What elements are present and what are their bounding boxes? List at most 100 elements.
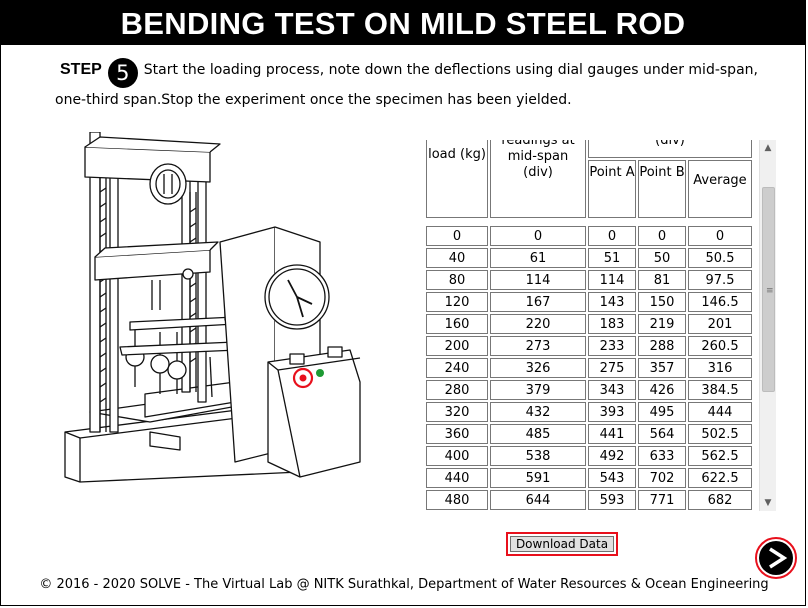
table-subheader-row: Point A Point B Average <box>426 160 752 218</box>
cell-midspan: 220 <box>490 314 586 334</box>
cell-average: 316 <box>688 358 752 378</box>
header-point-a: Point A <box>588 160 636 218</box>
cell-point-a: 0 <box>588 226 636 246</box>
testing-machine-illustration <box>64 132 361 483</box>
cell-point-b: 81 <box>638 270 686 290</box>
cell-point-a: 343 <box>588 380 636 400</box>
cell-load: 440 <box>426 468 488 488</box>
arrow-right-icon <box>769 547 788 569</box>
cell-load: 160 <box>426 314 488 334</box>
cell-load: 40 <box>426 248 488 268</box>
cell-midspan: 538 <box>490 446 586 466</box>
cell-load: 480 <box>426 490 488 510</box>
cell-midspan: 326 <box>490 358 586 378</box>
header-average: Average <box>688 160 752 218</box>
cell-average: 384.5 <box>688 380 752 400</box>
cell-load: 360 <box>426 424 488 444</box>
cell-point-b: 357 <box>638 358 686 378</box>
cell-midspan: 432 <box>490 402 586 422</box>
cell-midspan: 0 <box>490 226 586 246</box>
cell-midspan: 273 <box>490 336 586 356</box>
cell-average: 562.5 <box>688 446 752 466</box>
download-button-highlight: Download Data <box>506 532 618 556</box>
cell-point-b: 50 <box>638 248 686 268</box>
cell-point-a: 492 <box>588 446 636 466</box>
cell-point-a: 114 <box>588 270 636 290</box>
cell-load: 280 <box>426 380 488 400</box>
table-header-row: load (kg) readings at mid-span (div) (di… <box>426 140 752 218</box>
next-step-button[interactable] <box>755 537 797 579</box>
step-label: STEP <box>60 61 102 78</box>
cell-point-b: 426 <box>638 380 686 400</box>
cell-point-a: 441 <box>588 424 636 444</box>
cell-point-b: 219 <box>638 314 686 334</box>
cell-average: 682 <box>688 490 752 510</box>
cell-midspan: 591 <box>490 468 586 488</box>
cell-point-b: 564 <box>638 424 686 444</box>
cell-load: 240 <box>426 358 488 378</box>
readings-table: load (kg) readings at mid-span (div) (di… <box>424 140 754 512</box>
cell-average: 50.5 <box>688 248 752 268</box>
cell-point-b: 702 <box>638 468 686 488</box>
cell-average: 97.5 <box>688 270 752 290</box>
cell-point-a: 51 <box>588 248 636 268</box>
cell-load: 120 <box>426 292 488 312</box>
cell-midspan: 644 <box>490 490 586 510</box>
cell-point-a: 183 <box>588 314 636 334</box>
cell-average: 622.5 <box>688 468 752 488</box>
cell-load: 0 <box>426 226 488 246</box>
cell-average: 260.5 <box>688 336 752 356</box>
cell-load: 400 <box>426 446 488 466</box>
cell-point-b: 0 <box>638 226 686 246</box>
step-text: Start the loading process, note down the… <box>55 62 758 108</box>
cell-point-a: 233 <box>588 336 636 356</box>
cell-point-a: 143 <box>588 292 636 312</box>
cell-average: 146.5 <box>688 292 752 312</box>
cell-point-b: 633 <box>638 446 686 466</box>
page-title: BENDING TEST ON MILD STEEL ROD <box>1 1 805 45</box>
cell-point-b: 495 <box>638 402 686 422</box>
cell-load: 200 <box>426 336 488 356</box>
table-scrollbar[interactable]: ▲ ≡ ▼ <box>759 140 776 511</box>
header-midspan-readings: readings at mid-span (div) <box>490 140 586 218</box>
cell-average: 444 <box>688 402 752 422</box>
scrollbar-thumb[interactable]: ≡ <box>762 187 775 392</box>
cell-point-b: 288 <box>638 336 686 356</box>
scroll-down-arrow-icon[interactable]: ▼ <box>764 498 772 508</box>
cell-point-a: 543 <box>588 468 636 488</box>
next-button-disc <box>759 541 793 575</box>
cell-average: 502.5 <box>688 424 752 444</box>
cell-point-b: 771 <box>638 490 686 510</box>
table-spacer <box>426 220 752 224</box>
header-third-span-unit: (div) <box>588 140 752 158</box>
cell-midspan: 379 <box>490 380 586 400</box>
header-point-b: Point B <box>638 160 686 218</box>
cell-midspan: 61 <box>490 248 586 268</box>
cell-load: 80 <box>426 270 488 290</box>
cell-midspan: 485 <box>490 424 586 444</box>
scroll-up-arrow-icon[interactable]: ▲ <box>764 143 772 153</box>
download-data-button[interactable]: Download Data <box>510 536 614 552</box>
step-number-badge: 5 <box>107 58 138 88</box>
cell-average: 201 <box>688 314 752 334</box>
cell-point-a: 275 <box>588 358 636 378</box>
cell-point-a: 393 <box>588 402 636 422</box>
readings-table-viewport[interactable]: load (kg) readings at mid-span (div) (di… <box>424 140 759 512</box>
cell-midspan: 114 <box>490 270 586 290</box>
cell-average: 0 <box>688 226 752 246</box>
